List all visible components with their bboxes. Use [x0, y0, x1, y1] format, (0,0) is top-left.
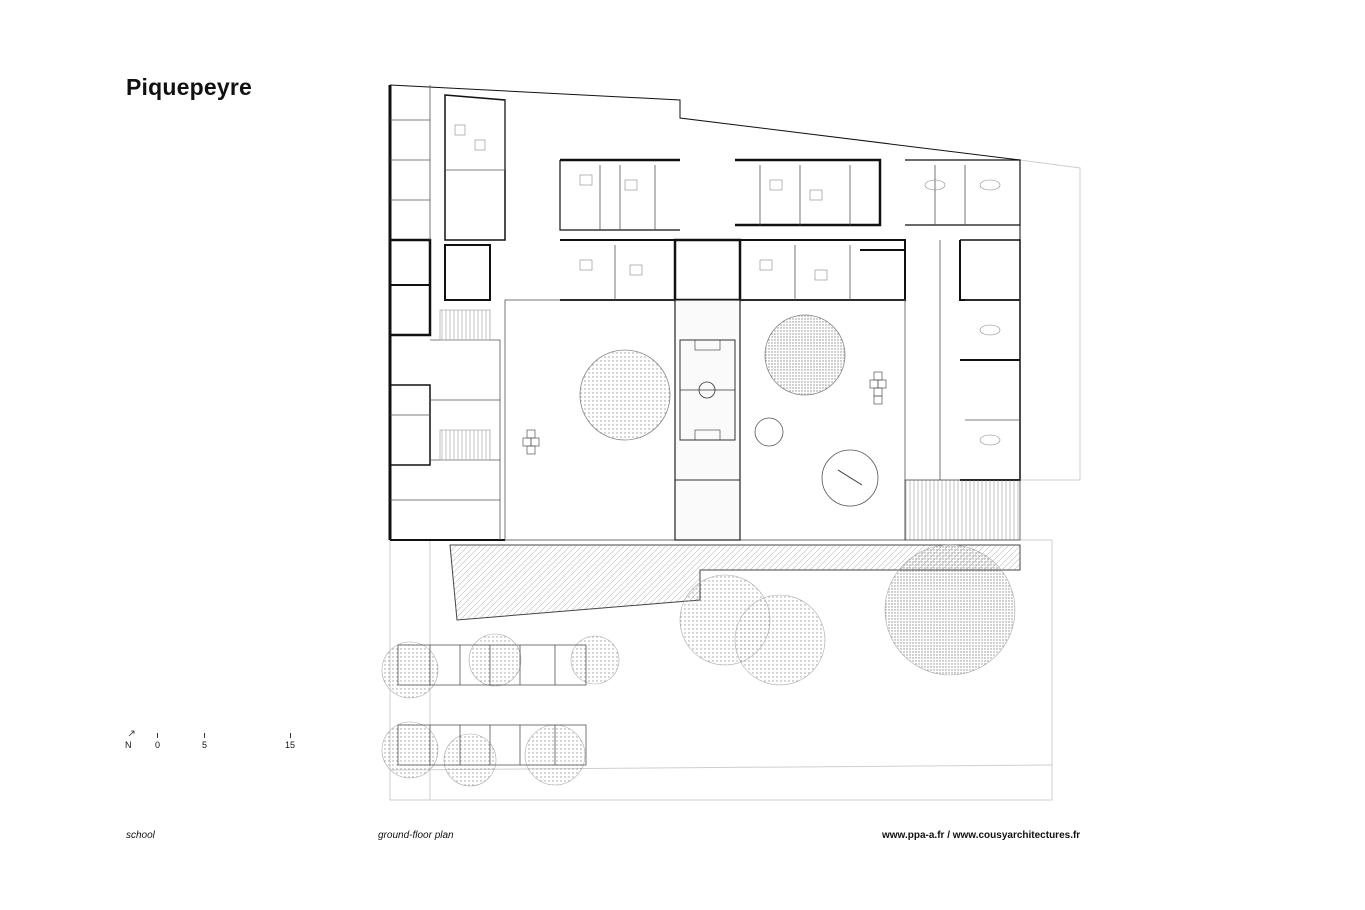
scale-mark-5: 5 — [202, 740, 208, 750]
bike-shelter — [904, 479, 1021, 541]
sports-pitch — [674, 299, 741, 541]
courtyard — [504, 299, 906, 541]
furniture-symbols — [439, 124, 1001, 461]
page-title: Piquepeyre — [126, 74, 252, 100]
scale-mark-0: 0 — [155, 740, 161, 750]
building-type-caption: school — [126, 830, 155, 841]
covered-canopy — [449, 544, 1021, 621]
exterior-trees — [381, 544, 1016, 787]
parking-bays — [397, 644, 587, 766]
tree-canopy — [764, 314, 846, 396]
scale-tick — [204, 733, 205, 738]
scale-mark-15: 15 — [285, 740, 296, 750]
interior-partitions — [390, 85, 1020, 540]
scale-tick — [290, 733, 291, 738]
scale-bar: N 0 5 15 — [120, 730, 320, 754]
credits-caption: www.ppa-a.fr / www.cousyarchitectures.fr — [882, 830, 1081, 841]
plan-type-caption: ground-floor plan — [378, 830, 454, 841]
tree-canopy — [579, 349, 671, 441]
north-arrow-icon — [128, 730, 135, 737]
scale-tick — [157, 733, 158, 738]
north-label: N — [125, 740, 132, 750]
